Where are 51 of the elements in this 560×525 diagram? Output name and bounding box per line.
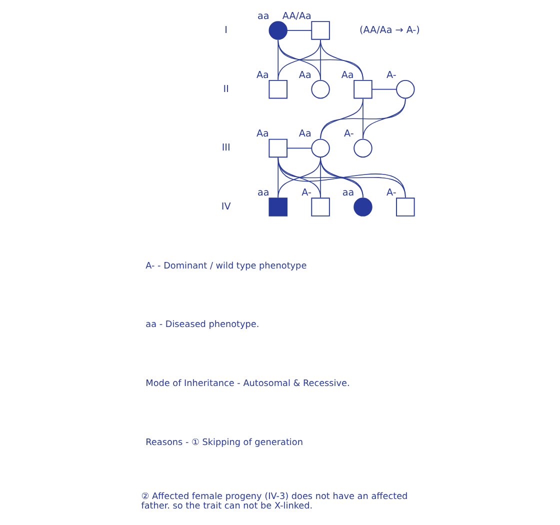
connector — [277, 40, 320, 80]
node-box — [268, 198, 287, 216]
node-circle — [310, 138, 330, 158]
node-label: Aa — [340, 70, 354, 81]
node-circle — [310, 80, 330, 99]
connector — [286, 30, 312, 31]
connector — [277, 157, 363, 198]
node-label: Aa — [256, 128, 268, 140]
node-circle — [353, 138, 372, 158]
connector — [277, 157, 320, 198]
label: I — [224, 25, 227, 36]
connector — [286, 148, 312, 149]
connector — [320, 157, 363, 198]
node-box — [268, 138, 287, 158]
label: A- - Dominant / wild type phenotype — [145, 261, 306, 272]
connector — [320, 157, 406, 198]
node-label: A- — [301, 188, 311, 199]
node-label: AA/Aa — [282, 10, 311, 22]
connector — [277, 157, 278, 198]
label: Reasons - ① Skipping of generation — [145, 438, 302, 448]
node-label: aa — [257, 188, 269, 199]
label: IV — [220, 202, 230, 213]
node-circle — [353, 198, 372, 216]
label: (AA/Aa → A-) — [358, 25, 420, 36]
node-label: A- — [344, 128, 354, 140]
connector — [370, 88, 396, 90]
node-label: Aa — [256, 70, 268, 81]
connector — [320, 40, 363, 80]
node-box — [268, 80, 287, 99]
node-label: A- — [386, 188, 396, 199]
label: aa - Diseased phenotype. — [145, 320, 259, 330]
node-circle — [396, 80, 414, 99]
label: Mode of Inheritance - Autosomal & Recessive. — [145, 378, 350, 389]
node-label: Aa — [298, 70, 311, 81]
connector — [362, 98, 406, 140]
node-label: aa — [257, 10, 269, 22]
label: II — [222, 84, 228, 95]
node-box — [353, 80, 372, 99]
node-box — [310, 198, 330, 216]
connector — [320, 98, 406, 140]
connector — [277, 40, 363, 80]
node-box — [310, 21, 330, 40]
label: III — [221, 142, 230, 154]
connector — [277, 40, 278, 80]
node-circle — [268, 21, 287, 40]
node-box — [396, 198, 414, 216]
connector — [277, 157, 406, 198]
node-label: aa — [342, 188, 354, 199]
node-label: Aa — [298, 128, 311, 140]
label: ② Affected female progeny (IV-3) does not have an affected father. so the trait can not be X-linked. — [140, 492, 408, 512]
node-label: A- — [386, 70, 396, 81]
